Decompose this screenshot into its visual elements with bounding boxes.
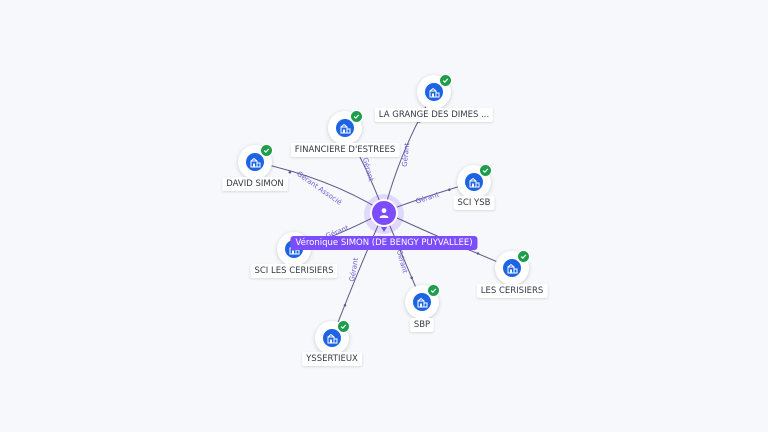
edge-arrow-sbp [410,276,414,280]
company-label-financiere[interactable]: FINANCIERE D'ESTREES [290,143,400,157]
company-label-cerisiers-sci[interactable]: SCI LES CERISIERS [250,264,338,278]
person-icon [379,208,389,218]
company-node-grange[interactable] [417,74,452,109]
building-icon [413,293,431,311]
verified-check-icon [439,74,452,87]
company-label-lescerisiers[interactable]: LES CERISIERS [476,284,548,298]
edge-role-label-financiere: Gérant [361,157,375,183]
verified-check-icon [260,144,273,157]
company-node-yssertieux[interactable] [315,320,350,355]
company-node-scisb[interactable] [457,164,492,199]
verified-check-icon [350,110,363,123]
verified-check-icon [479,164,492,177]
verified-check-icon [517,250,530,263]
edge-arrow-scisb [447,188,451,192]
edge-arrow-lescerisiers [476,252,480,255]
center-node-pointer [378,222,390,232]
building-icon [336,119,354,137]
edge-arrow-yssertieux [343,303,347,307]
edge-role-label-grange: Gérant [401,142,411,167]
center-person-node[interactable] [370,199,398,227]
building-icon [425,83,443,101]
edge-role-label-yssertieux: Gérant [348,257,360,282]
company-node-lescerisiers[interactable] [495,250,530,285]
building-icon [503,259,521,277]
building-icon [246,153,264,171]
company-label-sbp[interactable]: SBP [409,318,435,332]
company-node-sbp[interactable] [405,284,440,319]
verified-check-icon [427,284,440,297]
building-icon [323,329,341,347]
verified-check-icon [337,320,350,333]
company-label-david[interactable]: DAVID SIMON [222,177,288,191]
company-label-scisb[interactable]: SCI YSB [453,196,495,210]
company-node-david[interactable] [238,144,273,179]
center-person-label[interactable]: Véronique SIMON (DE BENGY PUYVALLEE) [290,236,478,250]
edge-role-label-david: Gérant Associé [295,170,343,207]
company-label-grange[interactable]: LA GRANGE DES DIMES ... [374,108,494,122]
edge-role-label-sbp: Gérant [395,249,409,275]
edge-role-label-scisb: Gérant [415,190,441,205]
edge-arrow-david [288,170,292,174]
company-label-yssertieux[interactable]: YSSERTIEUX [302,352,362,366]
building-icon [465,173,483,191]
company-node-financiere[interactable] [328,110,363,145]
